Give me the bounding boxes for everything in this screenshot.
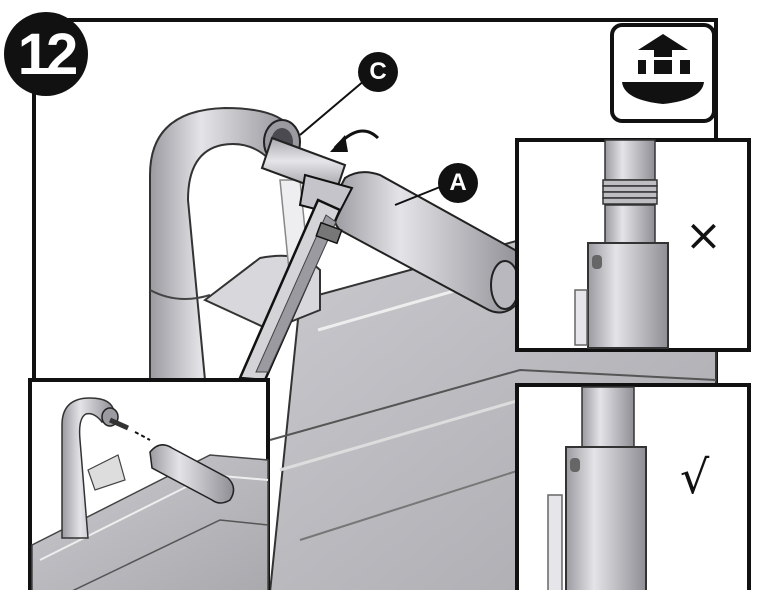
step-number-badge: 12 [4, 12, 88, 96]
callout-c-leader [299, 79, 366, 136]
rotation-arrow-head [330, 135, 348, 152]
wrong-mark: × [685, 210, 722, 261]
wrench [238, 173, 354, 382]
kitchen-sink-icon [610, 23, 716, 123]
callout-a-leader [394, 184, 446, 206]
inset-wrong [515, 138, 751, 352]
right-mark: √ [680, 450, 710, 504]
inset-overview [28, 378, 270, 590]
inset-right [515, 383, 751, 590]
callout-a: A [438, 163, 478, 203]
callout-c: C [358, 52, 398, 92]
